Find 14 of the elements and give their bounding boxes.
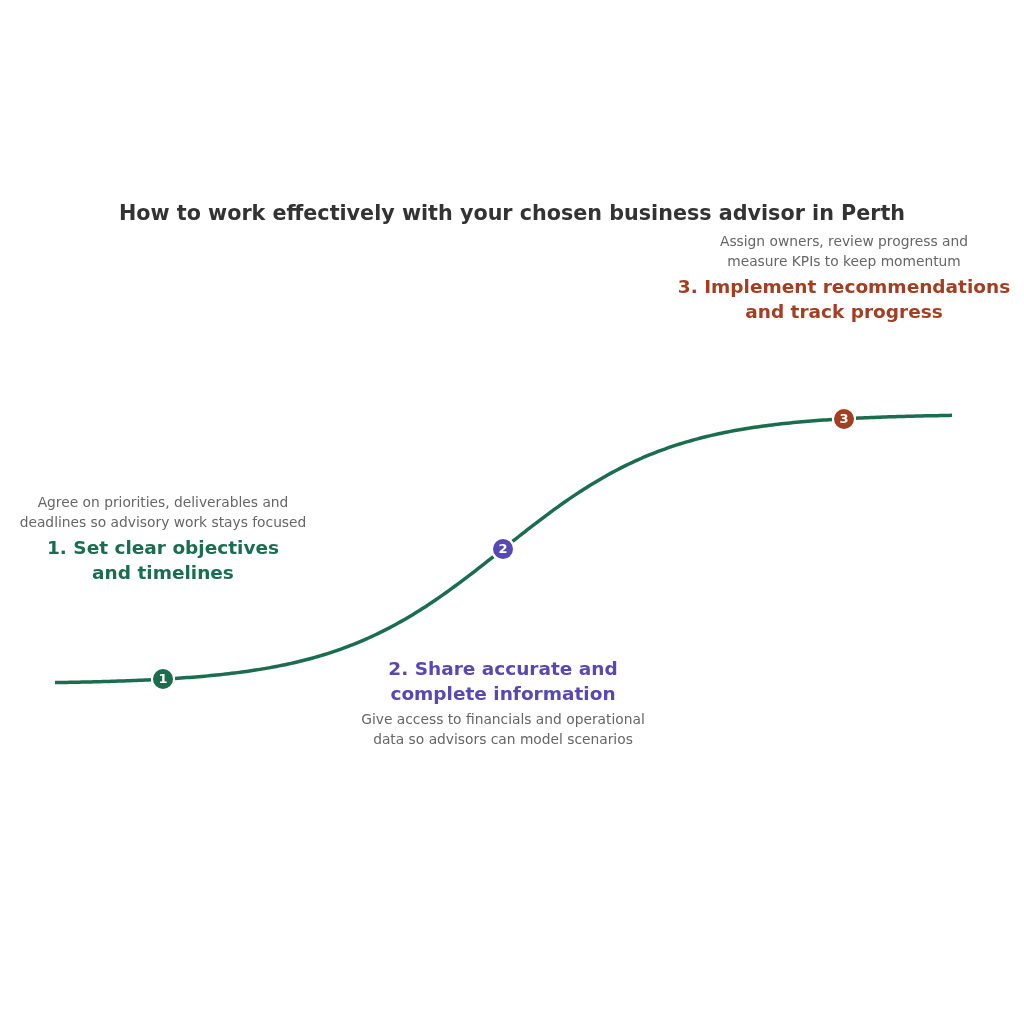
step-description: Assign owners, review progress and measure KPIs to keep momentum bbox=[718, 232, 969, 271]
diagram-title: How to work effectively with your chosen business advisor in Perth bbox=[118, 200, 906, 226]
curve-line bbox=[54, 678, 152, 685]
step-description: Give access to financials and operational data so advisors can model scenarios bbox=[360, 710, 646, 749]
curve-line bbox=[174, 555, 495, 681]
curve-line bbox=[511, 417, 833, 543]
step-marker: 1 bbox=[151, 667, 175, 692]
step-description: Agree on priorities, deliverables and deadlines so advisory work stays focused bbox=[18, 493, 308, 532]
step-marker: 2 bbox=[491, 537, 515, 561]
step-marker: 3 bbox=[832, 406, 856, 431]
curve-line bbox=[855, 413, 953, 420]
step-heading: 3. Implement recommendations and track progress bbox=[676, 275, 1012, 324]
step-heading: 2. Share accurate and complete information bbox=[387, 657, 619, 706]
step-heading: 1. Set clear objectives and timelines bbox=[46, 536, 280, 585]
